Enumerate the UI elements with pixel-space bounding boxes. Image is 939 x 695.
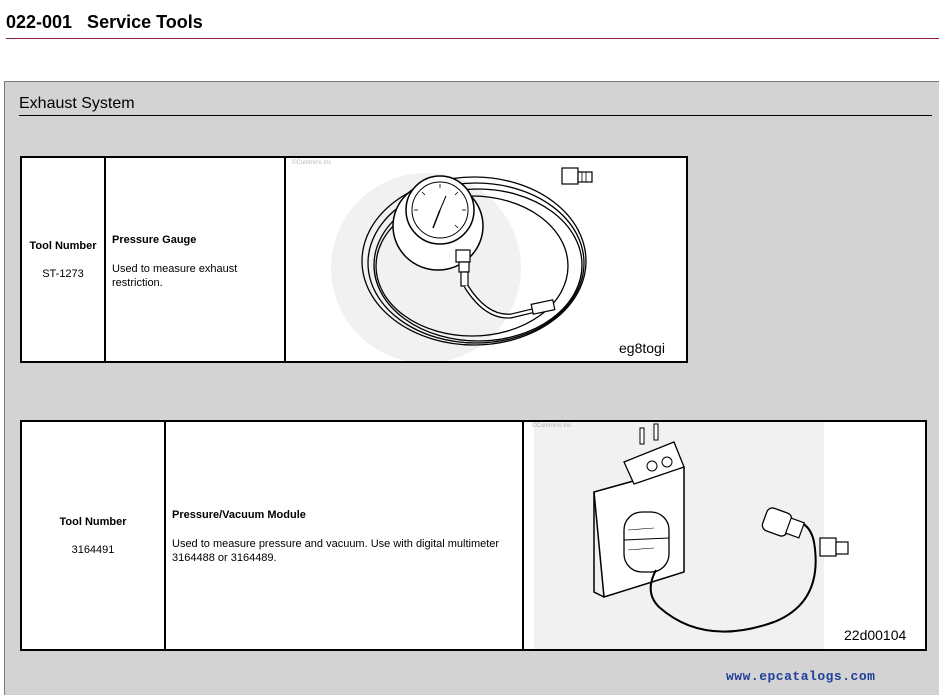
- tool-description: Used to measure pressure and vacuum. Use…: [172, 538, 500, 564]
- image-copyright: ©Cummins Inc: [292, 160, 332, 166]
- tool-table-1: Tool Number ST-1273 Pressure Gauge Used …: [20, 156, 688, 363]
- tool-description-cell: Pressure/Vacuum Module Used to measure p…: [166, 422, 524, 649]
- section-rule: [19, 115, 932, 116]
- header-rule: [6, 38, 939, 39]
- tool-table-2: Tool Number 3164491 Pressure/Vacuum Modu…: [20, 420, 927, 651]
- section-title: Exhaust System: [19, 95, 135, 112]
- tool-description-cell: Pressure Gauge Used to measure exhaust r…: [106, 158, 286, 361]
- tool-name: Pressure Gauge: [112, 234, 197, 246]
- tool-image-cell: ©Cummins Inc: [524, 422, 925, 649]
- image-copyright: ©Cummins Inc: [532, 423, 571, 429]
- pressure-gauge-illustration: [331, 167, 593, 361]
- pressure-vacuum-module-illustration: [534, 422, 849, 649]
- tool-description: Used to measure exhaust restriction.: [112, 263, 238, 289]
- tool-image-cell: ©Cummins Inc: [286, 158, 686, 361]
- page-title: 022-001 Service Tools: [6, 12, 203, 32]
- site-watermark: www.epcatalogs.com: [726, 669, 876, 684]
- tool-number-cell: Tool Number ST-1273: [22, 158, 106, 361]
- image-caption: 22d00104: [844, 627, 907, 643]
- tool-number-value: ST-1273: [42, 267, 84, 280]
- content-panel: Exhaust System Tool Number ST-1273 Press…: [4, 81, 939, 695]
- tool-name: Pressure/Vacuum Module: [172, 509, 306, 521]
- tool-number-cell: Tool Number 3164491: [22, 422, 166, 649]
- page-header: 022-001 Service Tools: [0, 0, 939, 40]
- tool-number-value: 3164491: [71, 543, 115, 556]
- tool-number-label: Tool Number: [29, 239, 97, 252]
- image-caption: eg8togi: [619, 340, 665, 356]
- tool-number-label: Tool Number: [59, 515, 127, 528]
